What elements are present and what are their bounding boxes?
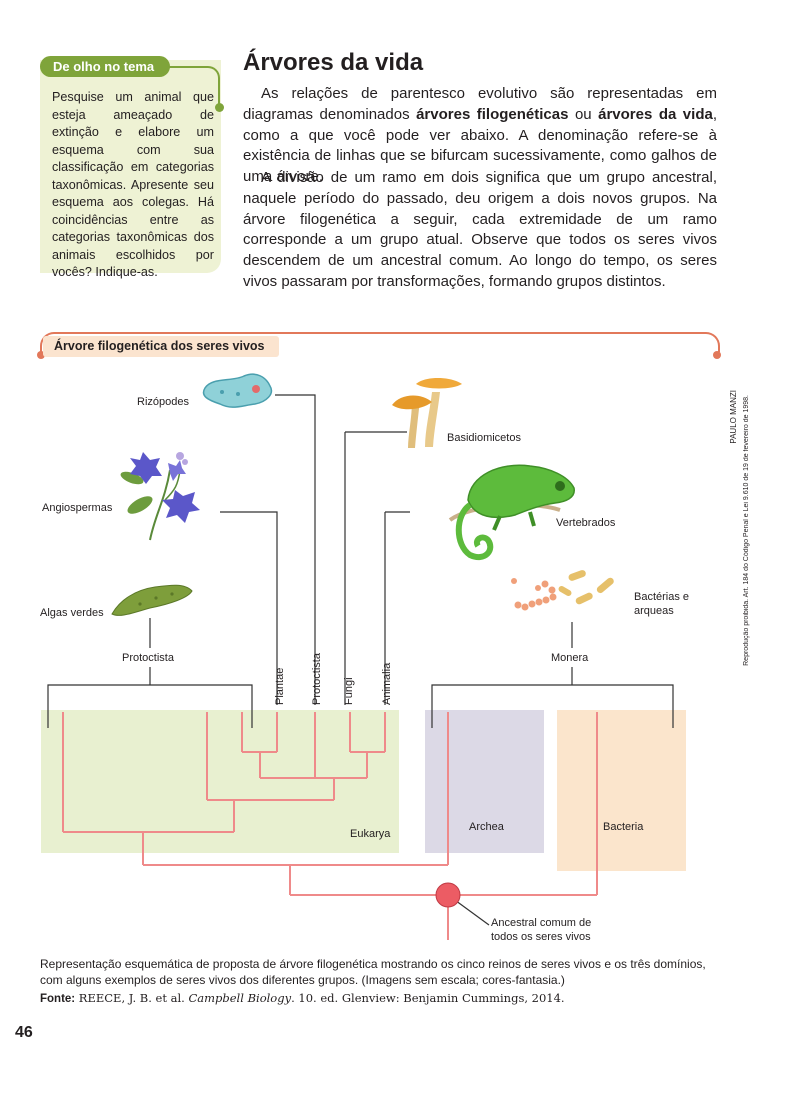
figure-frame-dot-right — [713, 351, 721, 359]
activity-text: Pesquise um animal que esteja ameaçado d… — [52, 90, 214, 279]
page-number: 46 — [15, 1024, 33, 1041]
section-title: Árvores da vida — [243, 49, 424, 76]
amoeba-icon — [202, 373, 273, 408]
flower-icon — [120, 452, 200, 541]
label-basidiomicetos: Basidiomicetos — [447, 432, 521, 444]
activity-box — [40, 60, 221, 273]
term-arvores-filogeneticas: árvores filogenéticas — [416, 105, 569, 123]
label-angiospermas: Angiospermas — [42, 502, 113, 514]
bacteria-icon — [511, 570, 614, 611]
label-bacterias-1: Bactérias e — [634, 591, 689, 603]
bacteria-background — [557, 710, 686, 871]
paragraph-1: As relações de parentesco evolutivo são … — [243, 85, 717, 186]
label-algas-verdes: Algas verdes — [40, 607, 104, 619]
label-rizopodes: Rizópodes — [137, 396, 189, 408]
activity-box-border — [168, 66, 220, 106]
label-monera: Monera — [551, 652, 589, 664]
label-bacteria: Bacteria — [603, 821, 644, 833]
label-protoctista-group: Protoctista — [122, 652, 175, 664]
green-algae-icon — [111, 584, 193, 616]
label-ancestor-1: Ancestral comum de — [491, 917, 591, 929]
label-plantae: Plantae — [274, 668, 286, 705]
label-connectors — [47, 394, 674, 926]
label-archea: Archea — [469, 821, 505, 833]
eukarya-background — [41, 710, 399, 853]
ancestor-node — [435, 882, 461, 908]
activity-tab-label: De olho no tema — [40, 56, 170, 77]
archea-background — [425, 710, 544, 853]
figure-title: Árvore filogenética dos seres vivos — [54, 339, 265, 353]
activity-box-dot — [215, 103, 224, 112]
figure-source: Fonte: REECE, J. B. et al. Campbell Biol… — [40, 991, 565, 1005]
label-animalia: Animalia — [381, 662, 393, 705]
figure-caption: Representação esquemática de proposta de… — [40, 957, 706, 987]
figure-frame-dot-left — [37, 351, 45, 359]
figure-title-background — [43, 336, 279, 357]
label-protoctista: Protoctista — [311, 652, 323, 705]
label-ancestor-2: todos os seres vivos — [491, 931, 591, 943]
figure-frame — [40, 332, 720, 352]
mushroom-icon — [392, 378, 462, 448]
paragraph-2: A divisão de um ramo em dois significa q… — [243, 169, 717, 290]
source-book-title: Campbell Biology — [188, 991, 292, 1005]
label-fungi: Fungi — [343, 677, 355, 705]
term-arvores-da-vida: árvores da vida — [598, 105, 713, 123]
label-eukarya: Eukarya — [350, 828, 391, 840]
label-bacterias-2: arqueas — [634, 605, 674, 617]
chameleon-icon — [448, 464, 575, 561]
label-vertebrados: Vertebrados — [556, 517, 616, 529]
